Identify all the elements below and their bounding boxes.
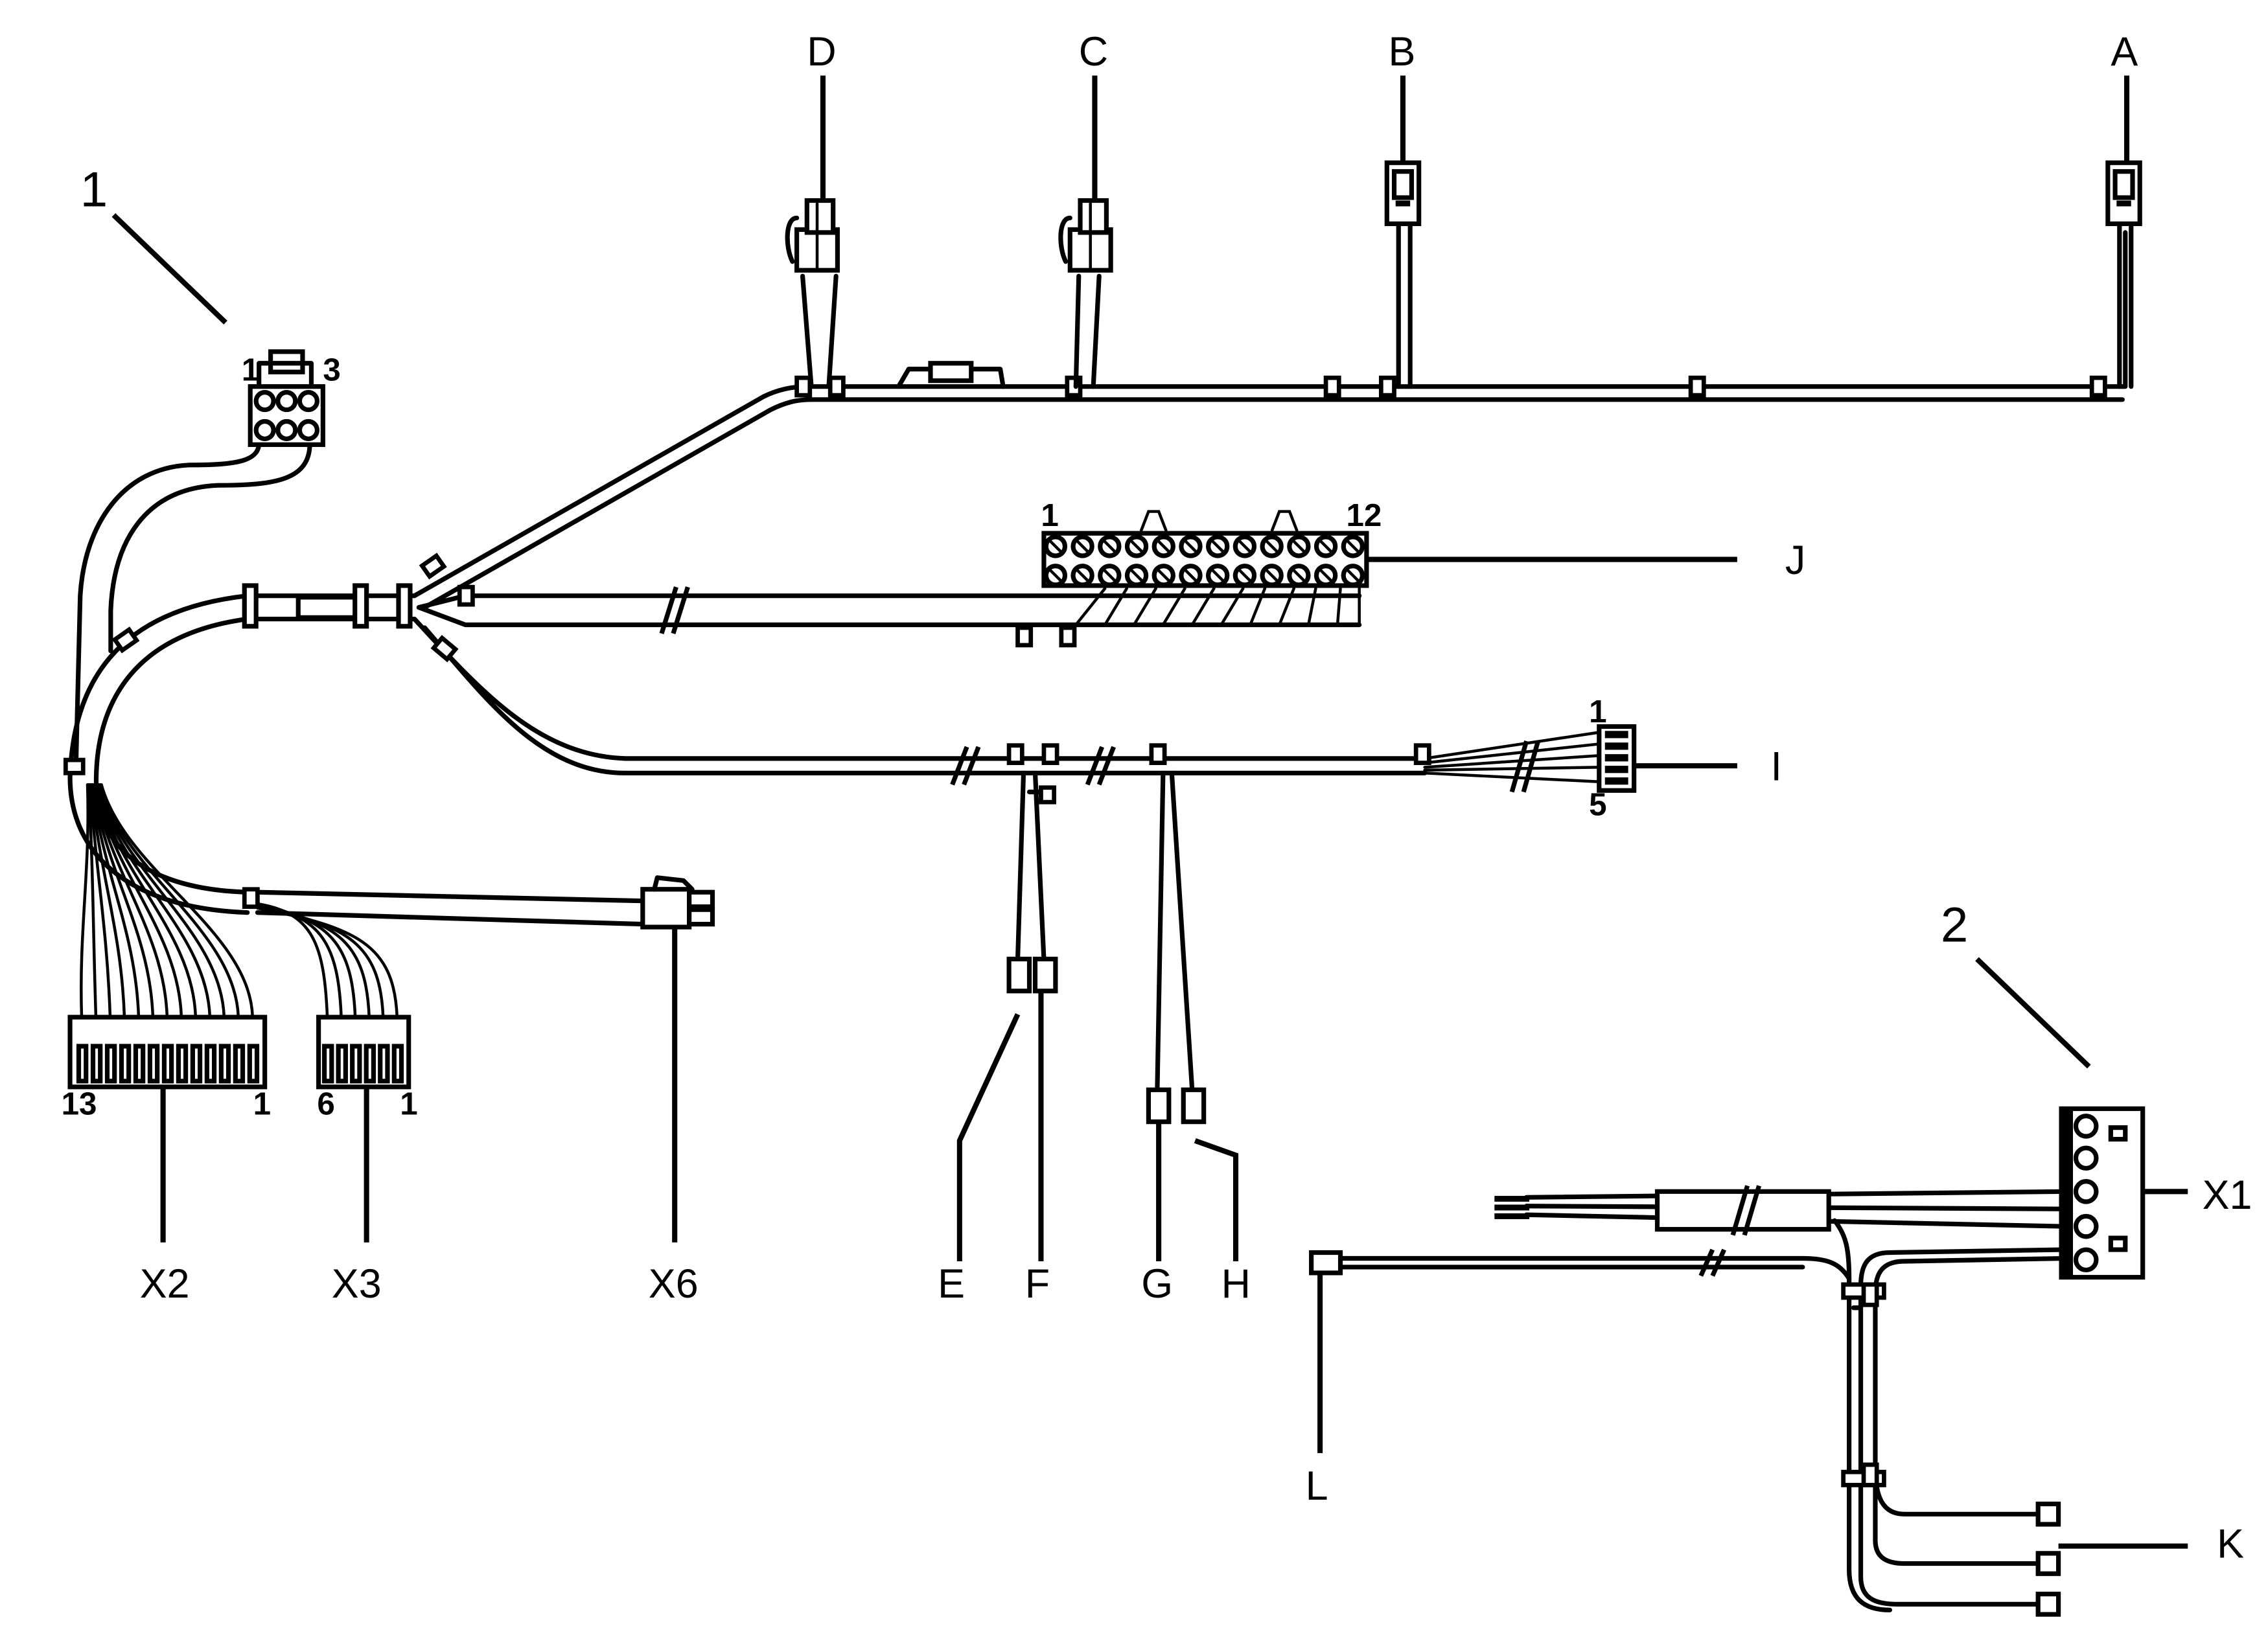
- cable-ties: [63, 375, 2107, 910]
- x2-pin: [147, 1044, 160, 1084]
- connector-D[interactable]: [785, 75, 840, 389]
- x2-pin: [76, 1044, 89, 1084]
- top-terminal-block[interactable]: 1 3: [242, 349, 341, 447]
- x2-pin: [233, 1044, 246, 1084]
- assembly-1-leader: [111, 213, 227, 325]
- x3-pin: [364, 1044, 376, 1084]
- x2-pin: [104, 1044, 117, 1084]
- label-D: D: [807, 29, 836, 74]
- x2-pin: [161, 1044, 174, 1084]
- connector-X3[interactable]: 6 1: [256, 902, 418, 1242]
- connector-X2[interactable]: 13 1: [62, 783, 272, 1242]
- label-C: C: [1079, 29, 1108, 74]
- x3-pin: [391, 1044, 404, 1084]
- connector-B[interactable]: [1384, 75, 1422, 389]
- connector-A[interactable]: [2105, 75, 2142, 389]
- terminal-J-pin-last: 12: [1346, 498, 1382, 533]
- assembly-1-label: 1: [80, 163, 108, 218]
- connectors-G-H[interactable]: [1146, 770, 1239, 1261]
- x3-pin: [336, 1044, 348, 1084]
- x3-pin-first: 6: [317, 1086, 334, 1121]
- label-G: G: [1141, 1261, 1173, 1307]
- label-E: E: [938, 1261, 965, 1307]
- connector-C[interactable]: [1058, 75, 1113, 389]
- label-X3: X3: [332, 1261, 382, 1307]
- top-block-pin-last: 3: [323, 352, 340, 388]
- label-X2: X2: [140, 1261, 190, 1307]
- x3-pin: [322, 1044, 334, 1084]
- plug-I-pin-last: 5: [1589, 786, 1606, 822]
- x2-pin: [176, 1044, 189, 1084]
- connector-X6[interactable]: [255, 875, 715, 1242]
- label-F: F: [1025, 1261, 1050, 1307]
- x2-pin-last: 1: [253, 1086, 271, 1121]
- label-X1: X1: [2203, 1173, 2252, 1218]
- label-B: B: [1389, 29, 1416, 74]
- x2-pin: [119, 1044, 132, 1084]
- label-J: J: [1785, 538, 1805, 583]
- connectors-K[interactable]: [2010, 1501, 2188, 1617]
- assembly-2-label: 2: [1941, 898, 1968, 953]
- x2-pin: [90, 1044, 103, 1084]
- x2-pin: [133, 1044, 146, 1084]
- label-H: H: [1221, 1261, 1251, 1307]
- label-L: L: [1306, 1463, 1328, 1509]
- label-A: A: [2111, 29, 2138, 74]
- x2-pin: [247, 1044, 260, 1084]
- terminal-J-pin-first: 1: [1041, 498, 1058, 533]
- x2-pin: [190, 1044, 203, 1084]
- x2-pin: [204, 1044, 217, 1084]
- labels: 1 2 D C B A J I X2 X3 X6 E F G H X1 K L: [80, 29, 2252, 1567]
- x3-pin-last: 1: [400, 1086, 417, 1121]
- x3-pin: [350, 1044, 362, 1084]
- x3-pin: [378, 1044, 390, 1084]
- plug-I[interactable]: 1 5: [1589, 694, 1737, 823]
- label-K: K: [2217, 1522, 2244, 1567]
- connectors-E-F[interactable]: [956, 770, 1058, 1261]
- top-block-pin-first: 1: [242, 352, 259, 388]
- label-X6: X6: [649, 1261, 699, 1307]
- x2-pin-first: 13: [62, 1086, 97, 1121]
- terminal-strip-J[interactable]: 1 12: [1041, 498, 1737, 626]
- plug-I-pin-first: 1: [1589, 694, 1606, 729]
- harness-2: [1309, 1106, 2188, 1617]
- inline-component: [295, 595, 359, 620]
- x2-pin: [218, 1044, 231, 1084]
- assembly-2-leader: [1975, 957, 2091, 1069]
- connector-X1[interactable]: [2059, 1106, 2188, 1280]
- label-I: I: [1770, 744, 1781, 790]
